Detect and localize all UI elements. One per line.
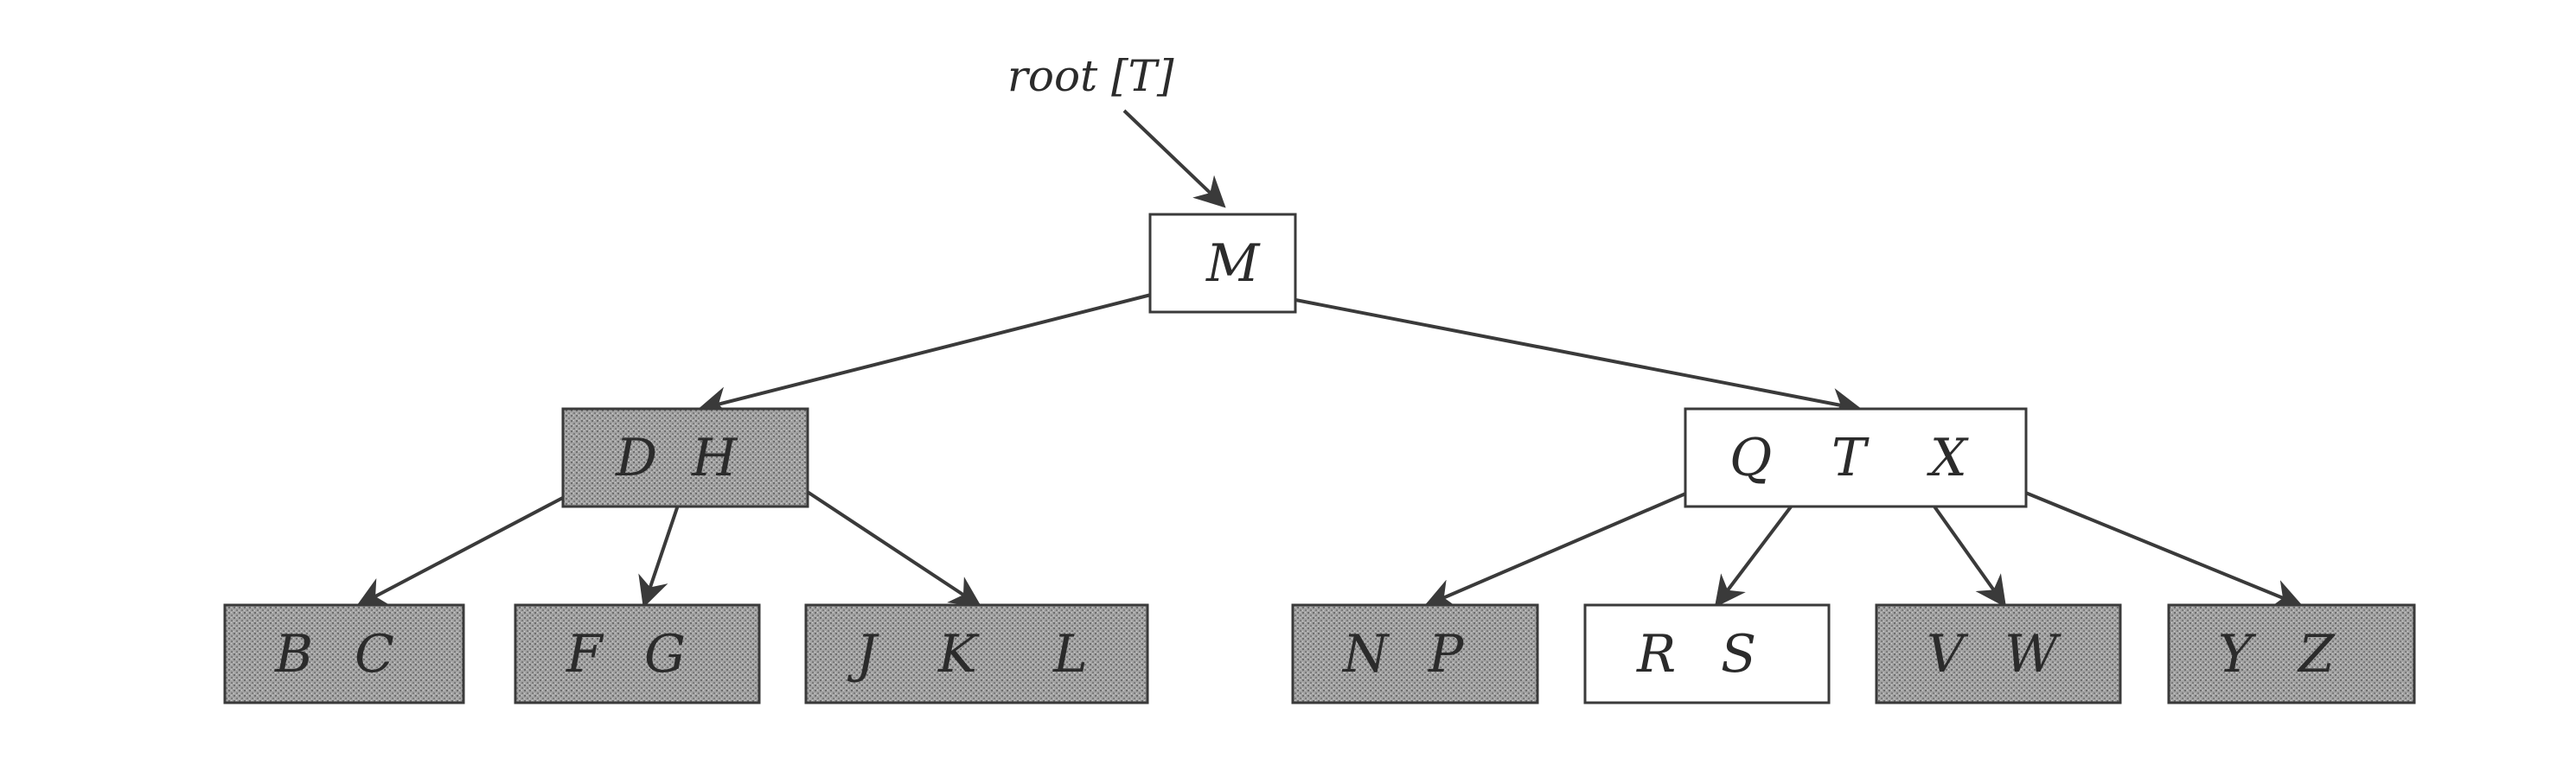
key-h: H [691,428,738,488]
edge-dh-to-jkl [794,482,982,607]
node-rs: R S [1583,603,1831,704]
edge-m-to-qtx [1263,292,1863,419]
node-m: M [1148,213,1297,314]
root-pointer-arrow [1122,109,1226,208]
key-x: X [1927,428,1969,488]
node-dh: D H [561,407,809,508]
node-np: N P [1291,603,1539,704]
key-r: R [1636,624,1676,685]
edge-qtx-to-np [1423,482,1709,609]
node-yz: Y Z [2167,603,2416,704]
edge-dh-to-bc [355,491,573,607]
key-w: W [2004,624,2061,685]
root-label: root [T] [1007,51,1174,101]
node-jkl: J K L [804,603,1149,704]
node-bc: B C [223,603,465,704]
key-q: Q [1729,428,1772,488]
node-fg: F G [514,603,761,704]
key-v: V [1927,624,1969,685]
key-k: K [937,624,980,685]
edge-m-to-dh [697,292,1155,417]
key-g: G [644,624,686,685]
key-d: D [615,428,657,488]
key-c: C [355,624,394,685]
key-l: L [1052,624,1088,685]
key-b: B [274,624,313,685]
node-qtx: Q T X [1684,407,2028,508]
key-m: M [1205,233,1261,294]
node-vw: V W [1875,603,2122,704]
key-y: Y [2218,624,2257,685]
key-s: S [1721,624,1756,685]
key-t: T [1831,428,1870,488]
key-n: N [1341,624,1390,685]
edge-qtx-to-yz [2004,482,2304,609]
key-z: Z [2297,624,2336,685]
key-f: F [566,624,604,685]
key-p: P [1428,624,1465,685]
